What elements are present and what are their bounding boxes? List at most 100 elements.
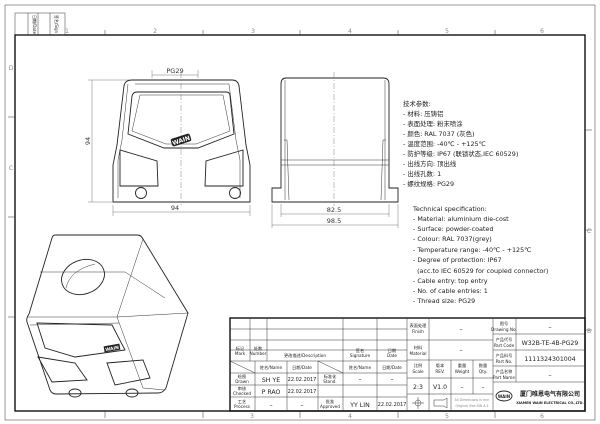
spec-cn-line: - 温度范围: -40℃ - +125℃ (403, 139, 486, 148)
drawing-no-label: Drawing No. (491, 327, 517, 332)
part-code-value: W32B-TE-4B-PG29 (522, 340, 579, 347)
drawing-no-value: – (548, 324, 551, 331)
spec-cn-line: - 颜色: RAL 7037 (灰色) (403, 129, 475, 138)
tb-date-col2: 日期/Date (382, 365, 402, 371)
projection-symbol-icon (412, 397, 448, 409)
rev-value: V1.0 (433, 384, 447, 391)
zone-label: 5 (445, 413, 449, 420)
dim-outer-width: 98.5 (327, 217, 341, 225)
spec-en-line: (acc.to IEC 60529 for coupled connector) (413, 267, 548, 275)
dim-height: 94 (84, 137, 92, 145)
material-value: – (459, 347, 462, 354)
company-logo: WAIN (495, 390, 513, 402)
part-name-label: Part Name (493, 375, 515, 380)
zone-label: 4 (348, 413, 352, 420)
company-logo-text: WAIN (498, 394, 510, 399)
spec-cn-line: - 防护等级: IP67 (联锁状态,IEC 60529) (403, 149, 518, 158)
zone-label: 5 (445, 28, 449, 35)
rev-label-cn: 版本 (436, 362, 445, 369)
part-name-label-cn: 产品名称 (496, 368, 513, 375)
qty-label-cn: 数量 (479, 362, 487, 369)
part-no-value: 1111324301004 (524, 356, 575, 363)
part-no-label: Part No. (496, 359, 513, 364)
checked-label: Checked (233, 391, 251, 396)
wain-logo-text: WAIN (172, 135, 192, 147)
revision-stamp: 日期/Date 签名/Sign (14, 12, 66, 36)
zone-label: 3 (250, 413, 254, 420)
weight-label: Weight (455, 369, 470, 374)
zone-label: C (9, 165, 13, 172)
zone-label: 3 (251, 28, 255, 35)
part-code-label-cn: 产品代号 (496, 336, 513, 343)
material-label-cn: 材料 (414, 344, 423, 351)
original-size-note: Original Size DIN A 4 (455, 404, 488, 408)
stamp-date-label: 日期/Date (32, 15, 38, 34)
dim-inner-width: 82.5 (327, 206, 341, 214)
process-label: Process (234, 404, 250, 409)
drawn-label: Drawn (235, 379, 249, 384)
dim-thread-pg29: PG29 (166, 67, 183, 75)
approved-label: Approved (320, 404, 340, 409)
zone-label: D (9, 65, 14, 72)
spec-cn-line: - 出线方向: 顶出线 (403, 159, 457, 168)
process-label-cn: 工艺 (238, 399, 246, 404)
spec-cn-line: - 螺纹规格: PG29 (403, 179, 454, 188)
spec-en-title: Technical specification: (412, 205, 487, 213)
process-date: – (300, 402, 303, 409)
scale-label-cn: 比例 (414, 362, 422, 369)
stamp-sign-label: 签名/Sign (54, 15, 60, 34)
outer-frame (4, 4, 596, 421)
part-no-label-cn: 产品料号 (496, 352, 513, 359)
drawn-date: 22.02.2017 (288, 377, 317, 383)
zone-ticks (8, 30, 592, 418)
company-name-cn: 厦门唯恩电气有限公司 (520, 390, 580, 398)
isometric-view: WAIN (26, 234, 189, 398)
zone-label: 6 (540, 28, 544, 35)
zone-label: 4 (348, 28, 352, 35)
checked-name: P RAO (262, 389, 281, 396)
part-code-label: Part Code (494, 343, 515, 348)
spec-en-line: - Thread size: PG29 (413, 297, 475, 305)
qty-label: Qty. (479, 369, 487, 374)
approved-name: YY LIN (349, 402, 370, 409)
scale-label: Scale (412, 369, 424, 374)
stand-date: – (390, 376, 393, 383)
front-view: WAIN PG29 94 94 (84, 67, 251, 216)
dim-width: 94 (171, 204, 179, 212)
spec-en-line: - Degree of protection: IP67 (413, 256, 502, 264)
process-name: – (269, 402, 272, 409)
spec-cn-line: - 表面处理: 粉末喷涂 (403, 119, 463, 128)
drawing-no-label-cn: 图号 (500, 321, 508, 327)
spec-en-line: - Colour: RAL 7037(grey) (413, 235, 492, 243)
tb-name-col2: 姓名/Name (349, 364, 372, 371)
finish-value: – (459, 326, 462, 333)
approved-date: 22.02.2017 (378, 402, 407, 408)
zone-label: B (587, 328, 591, 335)
spec-en-line: - Cable entry: top entry (413, 277, 488, 285)
spec-en-line: - Temperature range: -40℃ - +125℃ (413, 246, 531, 254)
qty-value: – (481, 384, 484, 391)
spec-en-line: - Surface: powder-coated (413, 225, 493, 233)
zone-label: C (587, 228, 591, 235)
finish-label-cn: 表面处理 (410, 322, 428, 329)
spec-cn-line: - 出线孔数: 1 (403, 169, 441, 178)
spec-cn-title: 技术参数: (403, 99, 431, 108)
zone-label: 1 (65, 28, 69, 35)
part-name-value: – (548, 372, 551, 379)
zone-label: 6 (540, 413, 544, 420)
stand-label-cn: 标准化 (324, 373, 337, 380)
wain-logo-text: WAIN (105, 345, 120, 353)
stand-label: Stand. (323, 379, 337, 384)
dimensions-note: All Dimensions in mm (455, 398, 490, 402)
stand-name: – (358, 376, 361, 383)
weight-value: – (460, 384, 463, 391)
company-name-en: XIAMEN WAIN ELECTRICAL CO.,LTD. (516, 401, 584, 405)
material-label: Material (409, 351, 426, 356)
rev-label: REV. (435, 369, 444, 374)
tb-date-col: 日期/Date (292, 365, 312, 371)
scale-value: 2:3 (413, 384, 423, 391)
side-view: 82.5 98.5 (271, 72, 399, 228)
